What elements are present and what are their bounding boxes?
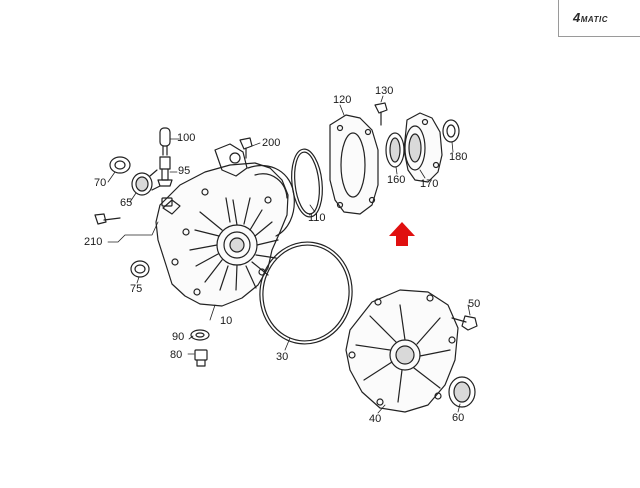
callout-110: 110 [308,212,326,224]
4matic-logo: 4MATIC [573,10,608,25]
flange-part-170 [403,112,443,183]
nut-part-180 [442,119,460,143]
o-ring-part-110 [291,148,323,218]
bolt-part-200 [239,137,253,159]
callout-130: 130 [375,85,394,97]
seal-part-60 [448,376,476,408]
sensor-part-95 [157,156,173,187]
callout-200: 200 [262,137,281,149]
bolt-part-210 [94,213,121,225]
callout-160: 160 [387,174,406,186]
seal-part-160 [385,132,405,168]
plug-part-75 [130,260,150,278]
callout-100: 100 [177,132,196,144]
washer-part-90 [190,329,210,341]
callout-90: 90 [172,331,185,343]
drain-plug-part-80 [194,349,208,367]
housing-part-10 [155,143,295,307]
cover-part-40 [345,289,459,413]
seal-part-65 [131,169,161,196]
bolt-part-130 [374,102,388,126]
callout-75: 75 [130,283,143,295]
callout-65: 65 [120,197,133,209]
bolt-part-50 [451,315,478,331]
callout-210: 210 [84,236,103,248]
callout-50: 50 [468,298,481,310]
leader-lines [107,95,471,414]
4matic-badge: 4MATIC [558,0,640,37]
callout-30: 30 [276,351,289,363]
callout-80: 80 [170,349,183,361]
callout-120: 120 [333,94,352,106]
callout-170: 170 [420,178,439,190]
callout-40: 40 [369,413,382,425]
red-up-arrow-icon [389,222,415,246]
callout-60: 60 [452,412,465,424]
flange-part-120 [329,114,379,215]
seal-part-70 [109,156,131,174]
callout-180: 180 [449,151,468,163]
callout-70: 70 [94,177,107,189]
o-ring-part-30 [259,241,353,345]
cap-part-100 [159,127,171,156]
callout-10: 10 [220,315,233,327]
callout-95: 95 [178,165,191,177]
